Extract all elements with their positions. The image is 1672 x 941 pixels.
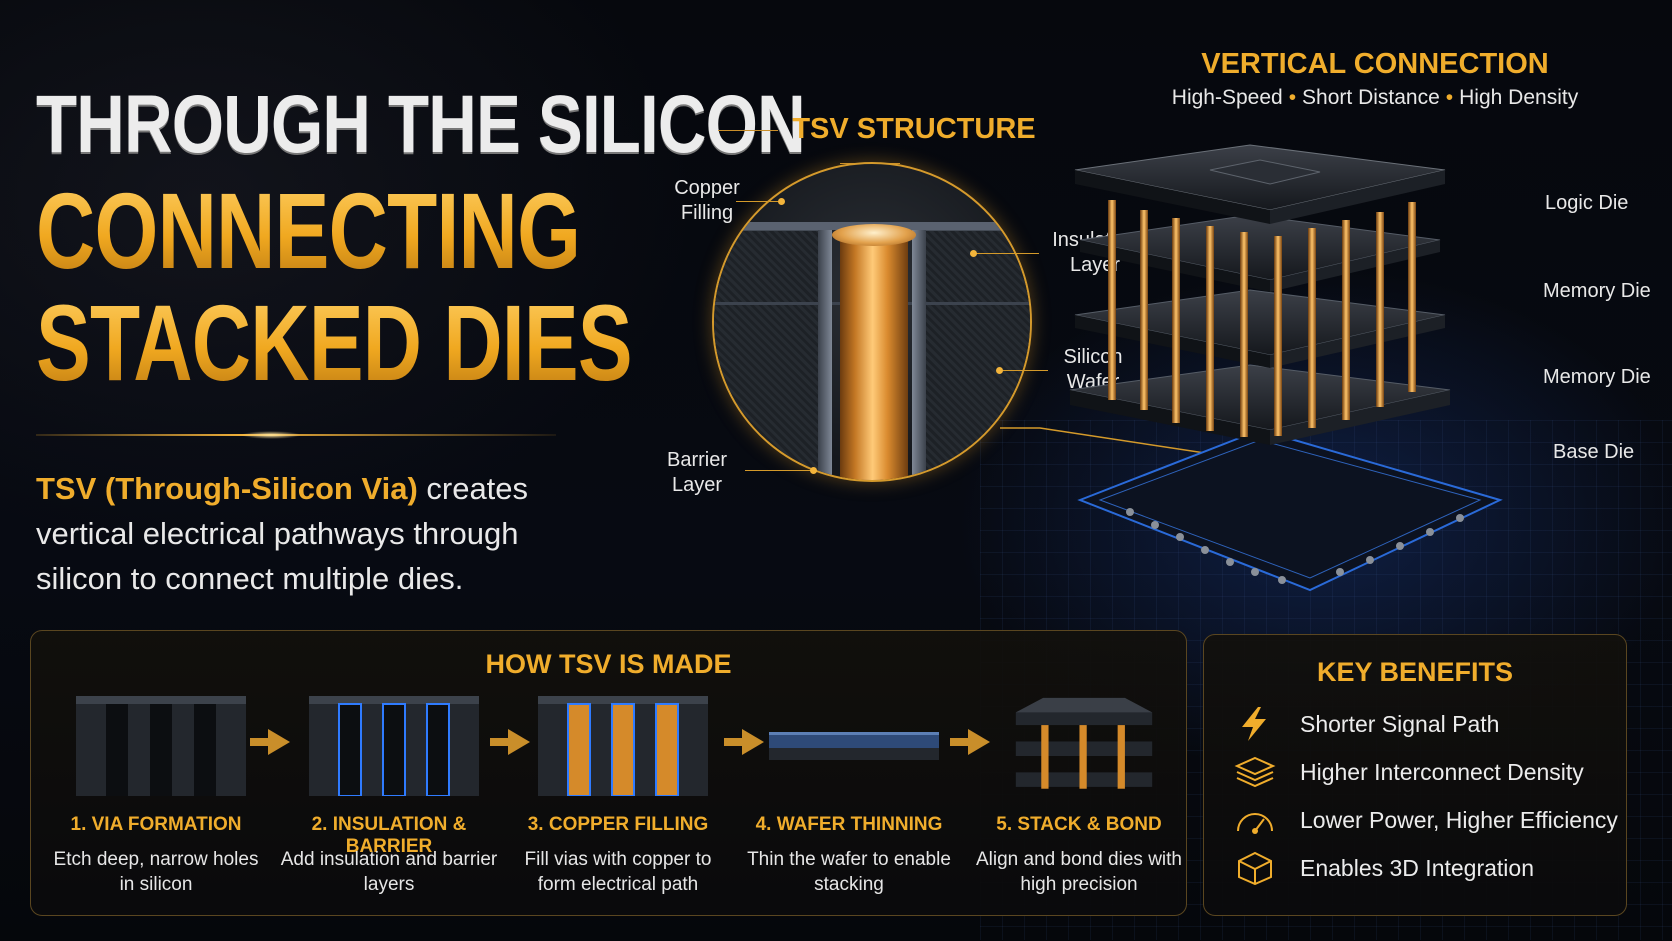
title-line-1: THROUGH THE SILICON: [36, 79, 806, 170]
stack-bond-icon: [1015, 697, 1153, 789]
leader-silicon: [1000, 370, 1048, 371]
layers-icon: [1234, 756, 1276, 788]
die-stack-illustration: [1069, 144, 1503, 592]
how-tsv-heading: HOW TSV IS MADE: [485, 649, 732, 679]
label-memory-die-2: Memory Die: [1543, 366, 1651, 388]
arrow-right-icon: [724, 729, 764, 755]
wafer-thinning-icon: [769, 732, 939, 760]
leader-dot-copper: [778, 198, 785, 205]
arrow-right-icon: [490, 729, 530, 755]
benefit-text: Higher Interconnect Density: [1300, 759, 1584, 785]
benefit-text: Shorter Signal Path: [1300, 711, 1500, 737]
benefit-item: Higher Interconnect Density: [1234, 755, 1614, 789]
heading-dash-left: [718, 129, 779, 131]
title-divider: [36, 431, 556, 439]
label-logic-die: Logic Die: [1545, 192, 1629, 214]
tsv-structure-title: TSV STRUCTURE: [792, 113, 1036, 145]
label-copper-filling: Copper Filling: [674, 177, 740, 224]
silicon-right: [912, 230, 1030, 480]
tsv-structure-heading: TSV STRUCTURE: [680, 113, 1060, 179]
copper-cap: [832, 224, 916, 246]
vertical-connection-tags: High-Speed•Short Distance•High Density: [1140, 86, 1610, 110]
cube-icon: [1238, 851, 1272, 885]
copper-via: [840, 236, 908, 480]
copper-filling-icon: [538, 696, 708, 796]
leader-dot-insulation: [970, 250, 977, 257]
benefit-item: Enables 3D Integration: [1234, 851, 1614, 885]
step-4-desc: Thin the wafer to enable stacking: [747, 849, 951, 895]
label-base-die: Base Die: [1553, 441, 1635, 463]
step-2-desc: Add insulation and barrier layers: [280, 849, 498, 895]
key-benefits-heading: KEY BENEFITS: [1316, 657, 1514, 687]
step-1-name: 1. VIA FORMATION: [70, 814, 242, 835]
step-3-name: 3. COPPER FILLING: [527, 814, 709, 835]
key-benefits-panel: KEY BENEFITS Shorter Signal Path Higher …: [1203, 634, 1627, 916]
benefit-text: Enables 3D Integration: [1300, 855, 1534, 881]
benefit-item: Shorter Signal Path: [1234, 707, 1614, 741]
barrier-liner-right: [912, 230, 926, 480]
step-1-desc: Etch deep, narrow holes in silicon: [53, 849, 259, 895]
silicon-left: [714, 230, 832, 480]
tag-short-distance: Short Distance: [1302, 86, 1440, 109]
step-5-name: 5. STACK & BOND: [996, 814, 1162, 835]
leader-barrier: [745, 470, 813, 471]
tsv-cross-section: [712, 162, 1032, 482]
insulation-barrier-icon: [309, 696, 479, 796]
vertical-connection-heading: VERTICAL CONNECTION: [1201, 48, 1549, 80]
step-4-name: 4. WAFER THINNING: [755, 814, 943, 835]
benefit-item: Lower Power, Higher Efficiency: [1234, 803, 1618, 837]
arrow-right-icon: [250, 729, 290, 755]
benefit-text: Lower Power, Higher Efficiency: [1300, 807, 1618, 833]
step-5-desc: Align and bond dies with high precision: [976, 849, 1182, 895]
leader-copper: [736, 201, 781, 202]
label-barrier-layer: Barrier Layer: [666, 449, 727, 496]
step-2-name: 2. INSULATION & BARRIER: [311, 814, 467, 857]
how-tsv-is-made-panel: HOW TSV IS MADE 1. VIA FORMATION Etch de…: [30, 630, 1187, 916]
intro-highlight: TSV (Through-Silicon Via): [36, 471, 418, 506]
title-line-3: STACKED DIES: [36, 282, 633, 403]
tag-high-density: High Density: [1459, 86, 1579, 109]
intro-body: creates vertical electrical pathways thr…: [36, 471, 529, 596]
leader-dot-barrier: [810, 467, 817, 474]
via-formation-icon: [76, 696, 246, 796]
barrier-liner-left: [818, 230, 832, 480]
tag-high-speed: High-Speed: [1171, 86, 1283, 109]
gauge-icon: [1237, 813, 1273, 834]
label-memory-die-1: Memory Die: [1543, 280, 1651, 302]
arrow-right-icon: [950, 729, 990, 755]
title-line-2: CONNECTING: [36, 170, 581, 291]
leader-dot-silicon: [996, 367, 1003, 374]
tag-separator-1: •: [1288, 86, 1297, 109]
leader-insulation: [975, 253, 1039, 254]
intro-text: TSV (Through-Silicon Via) creates vertic…: [36, 466, 596, 601]
lightning-icon: [1242, 707, 1266, 741]
step-3-desc: Fill vias with copper to form electrical…: [524, 849, 712, 895]
tag-separator-2: •: [1445, 86, 1454, 109]
